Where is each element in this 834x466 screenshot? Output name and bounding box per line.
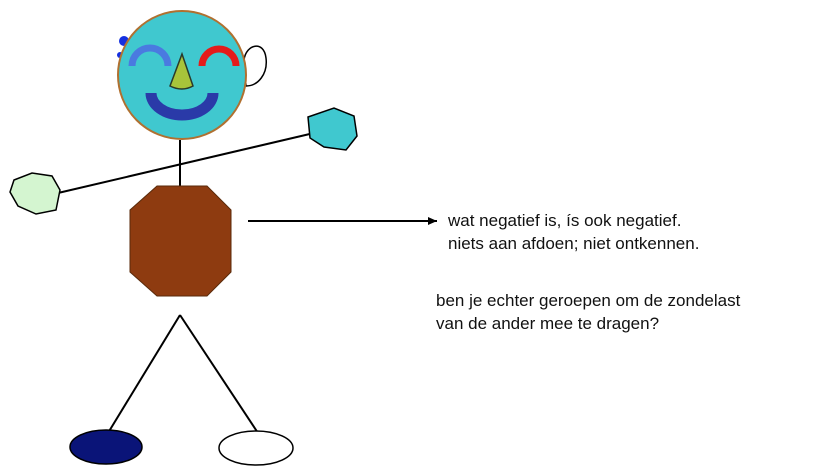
right-leg-line (179, 314, 259, 434)
caption-question: ben je echter geroepen om de zondelast v… (436, 289, 740, 335)
arm-line (57, 132, 315, 194)
right-foot (218, 430, 294, 466)
left-hand (9, 172, 61, 215)
caption-line-2: niets aan afdoen; niet ontkennen. (448, 234, 700, 253)
right-eye (198, 45, 240, 67)
caption-statement: wat negatief is, ís ook negatief. niets … (448, 209, 699, 255)
caption-line-3: ben je echter geroepen om de zondelast (436, 291, 741, 310)
left-eye (128, 44, 172, 67)
left-foot (69, 429, 143, 465)
right-hand (307, 107, 358, 151)
body-octagon (129, 185, 232, 297)
caption-line-4: van de ander mee te dragen? (436, 314, 660, 333)
right-ear (243, 45, 267, 87)
mouth (145, 92, 219, 121)
left-leg-line (107, 314, 181, 434)
caption-line-1: wat negatief is, ís ook negatief. (448, 211, 682, 230)
nose (169, 51, 194, 90)
